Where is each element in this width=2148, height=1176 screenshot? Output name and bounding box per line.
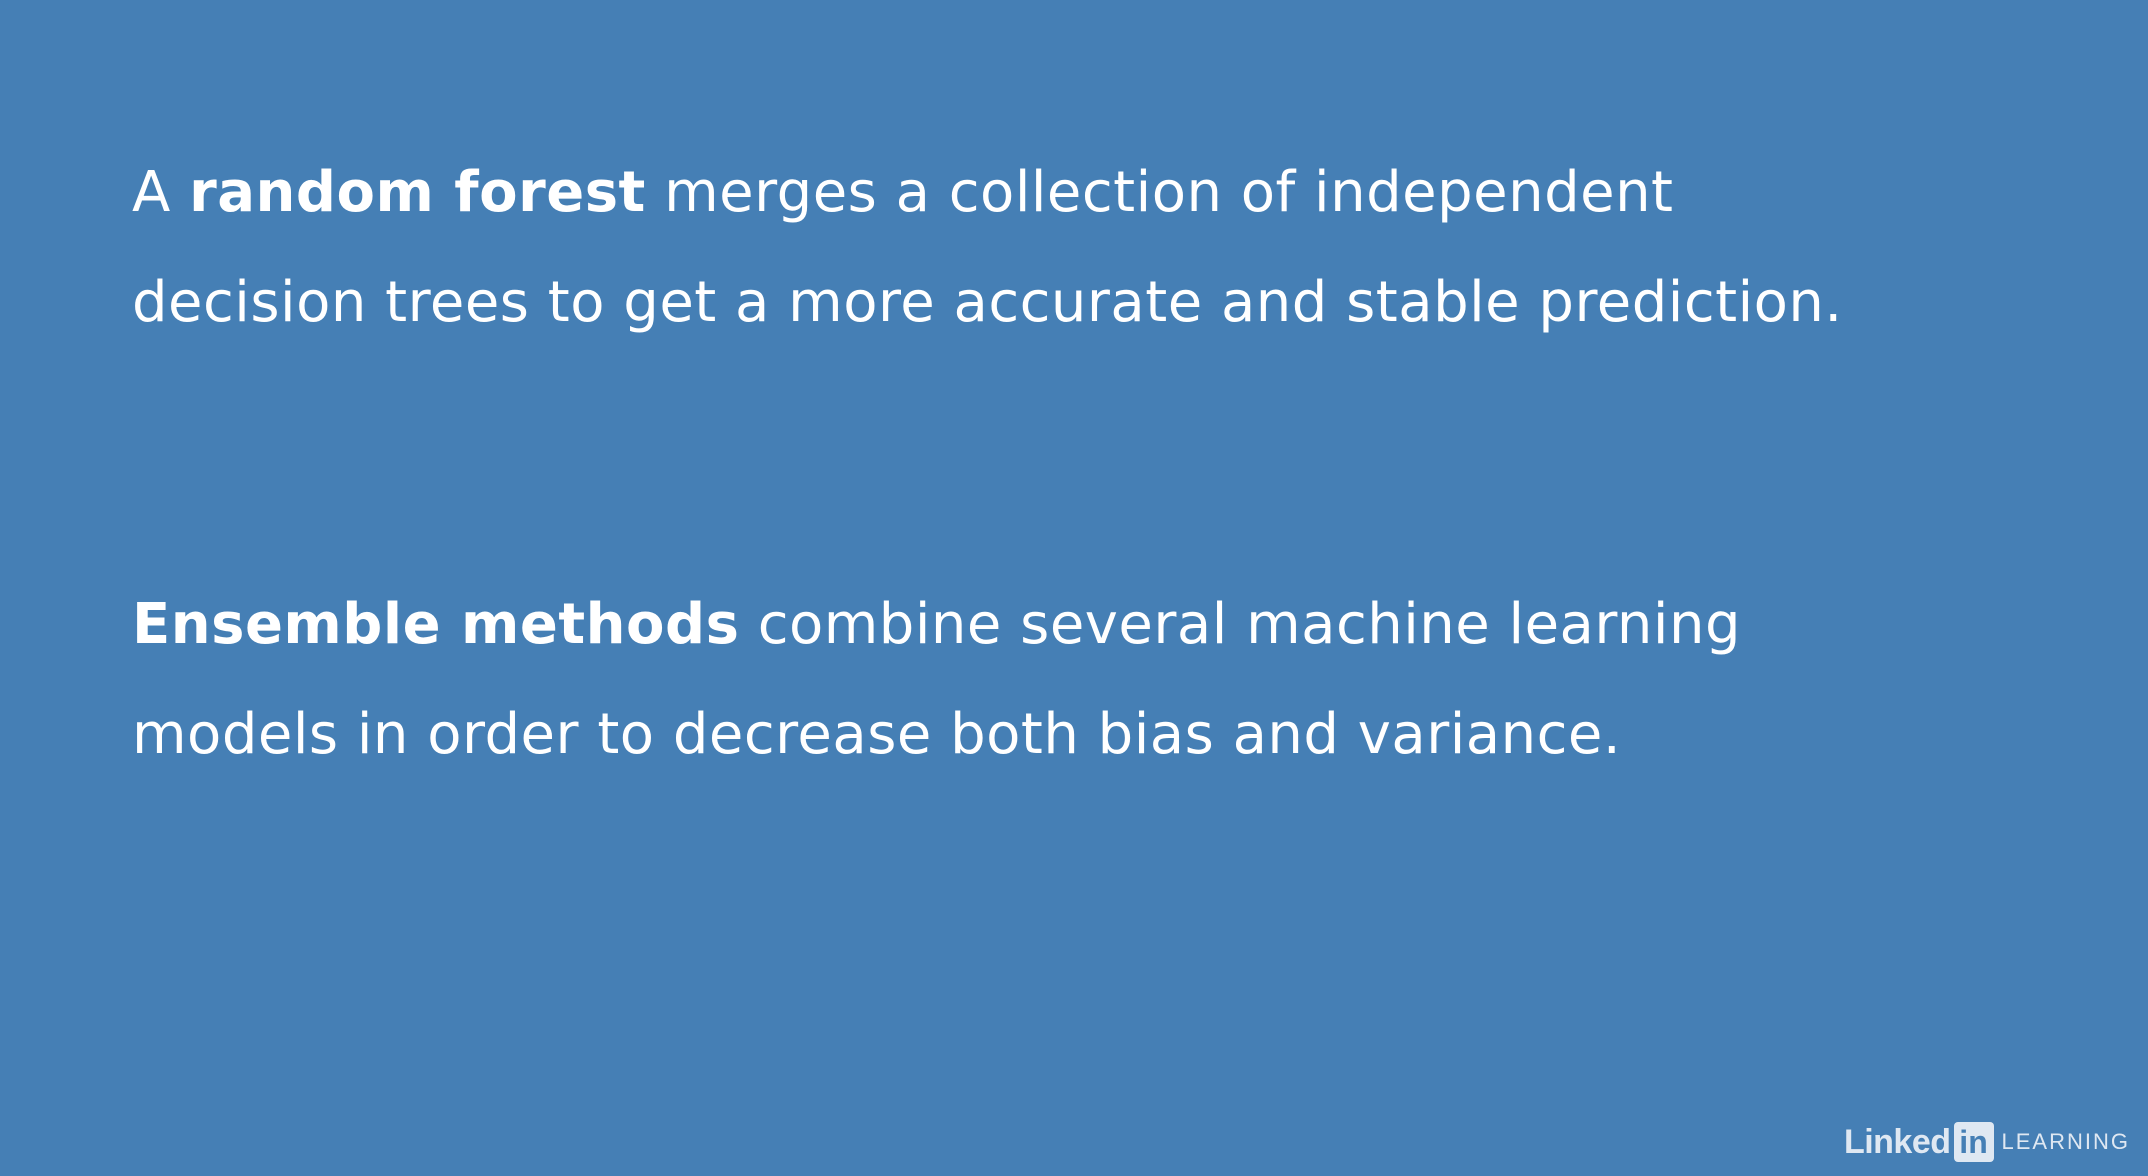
logo-learning-text: LEARNING xyxy=(2001,1129,2130,1154)
para2-term: Ensemble methods xyxy=(132,592,740,657)
para1-line1-rest: merges a collection of independent xyxy=(645,160,1674,225)
para1-prefix: A xyxy=(132,160,190,225)
para2-line2: models in order to decrease both bias an… xyxy=(132,702,1622,767)
random-forest-definition: A random forest merges a collection of i… xyxy=(132,138,2032,358)
ensemble-methods-definition: Ensemble methods combine several machine… xyxy=(132,570,2032,790)
logo-linked-text: Linked xyxy=(1843,1122,1951,1161)
para1-line2: decision trees to get a more accurate an… xyxy=(132,270,1843,335)
linkedin-in-icon: in xyxy=(1953,1122,1994,1162)
para2-line1-rest: combine several machine learning xyxy=(739,592,1741,657)
linkedin-learning-logo: Linked in LEARNING xyxy=(1844,1122,2130,1162)
para1-term: random forest xyxy=(189,160,646,225)
